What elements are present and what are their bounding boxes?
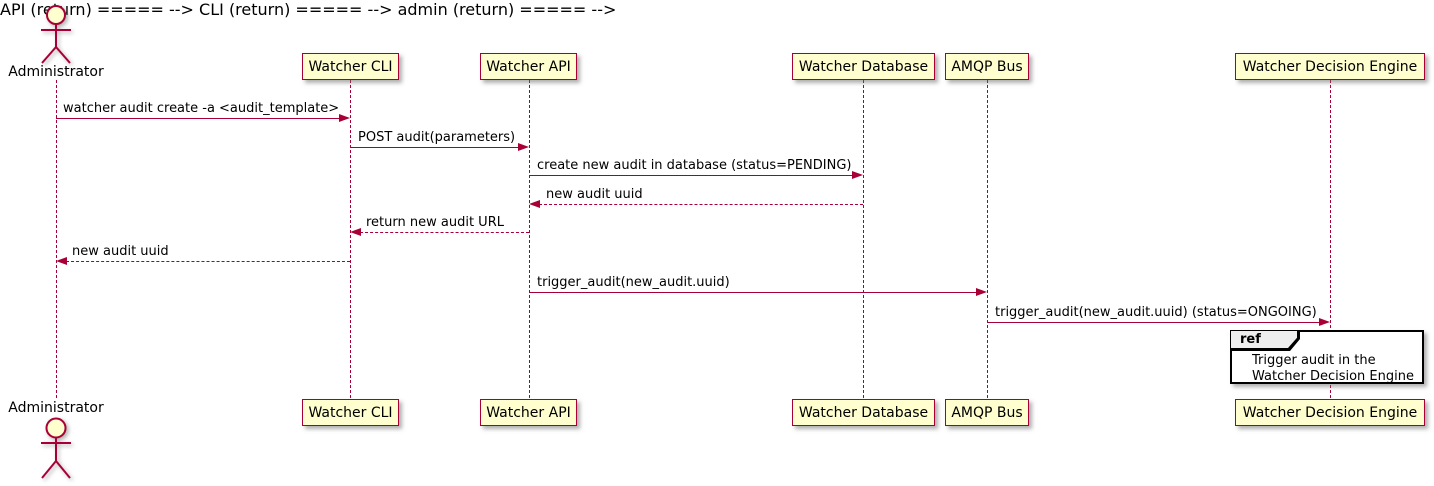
message-label: watcher audit create -a <audit_template> bbox=[63, 101, 340, 116]
participant-amqp-bus-top: AMQP Bus bbox=[945, 53, 1029, 80]
actor-icon bbox=[41, 5, 71, 64]
arrowhead bbox=[976, 287, 987, 296]
message-line bbox=[360, 232, 529, 233]
message-label: new audit uuid bbox=[72, 244, 169, 259]
message-line bbox=[539, 204, 863, 205]
ref-tab-label: ref bbox=[1231, 331, 1297, 348]
message-line bbox=[529, 175, 853, 176]
message-line bbox=[350, 147, 519, 148]
message-label: trigger_audit(new_audit.uuid) bbox=[537, 275, 730, 290]
message-label: return new audit URL bbox=[366, 215, 504, 230]
arrowhead bbox=[529, 199, 540, 208]
lifeline-administrator bbox=[56, 80, 57, 398]
actor-label-bottom: Administrator bbox=[8, 400, 104, 416]
ref-fragment: ref Trigger audit in the Watcher Decisio… bbox=[1230, 330, 1424, 384]
participant-watcher-cli-bottom: Watcher CLI bbox=[302, 399, 399, 426]
ref-body-line1: Trigger audit in the bbox=[1252, 353, 1376, 368]
message-line bbox=[529, 292, 977, 293]
participant-watcher-api-bottom: Watcher API bbox=[480, 399, 577, 426]
message-line bbox=[56, 118, 340, 119]
arrowhead bbox=[852, 170, 863, 179]
participant-watcher-decision-engine-top: Watcher Decision Engine bbox=[1235, 53, 1425, 80]
arrowhead bbox=[56, 256, 67, 265]
ref-tab: ref bbox=[1231, 331, 1300, 351]
lifeline-watcher-database bbox=[863, 80, 864, 398]
participant-watcher-decision-engine-bottom: Watcher Decision Engine bbox=[1235, 399, 1425, 426]
participant-watcher-database-top: Watcher Database bbox=[792, 53, 935, 80]
participant-watcher-cli-top: Watcher CLI bbox=[302, 53, 399, 80]
message-line bbox=[66, 261, 350, 262]
actor-label-top: Administrator bbox=[8, 64, 104, 80]
message-label: trigger_audit(new_audit.uuid) (status=ON… bbox=[995, 305, 1317, 320]
participant-amqp-bus-bottom: AMQP Bus bbox=[945, 399, 1029, 426]
participant-watcher-api-top: Watcher API bbox=[480, 53, 577, 80]
ref-body: Trigger audit in the Watcher Decision En… bbox=[1252, 353, 1414, 385]
arrowhead bbox=[339, 113, 350, 122]
message-label: create new audit in database (status=PEN… bbox=[537, 158, 852, 173]
lifeline-amqp-bus bbox=[987, 80, 988, 398]
message-line bbox=[987, 322, 1320, 323]
lifeline-watcher-decision-engine bbox=[1330, 80, 1331, 398]
participant-watcher-database-bottom: Watcher Database bbox=[792, 399, 935, 426]
message-label: new audit uuid bbox=[546, 187, 643, 202]
arrowhead bbox=[1319, 317, 1330, 326]
ref-body-line2: Watcher Decision Engine bbox=[1252, 369, 1414, 384]
lifeline-watcher-cli bbox=[350, 80, 351, 398]
arrowhead bbox=[350, 227, 361, 236]
arrowhead bbox=[518, 142, 529, 151]
message-label: POST audit(parameters) bbox=[358, 130, 516, 145]
actor-icon-bottom bbox=[41, 417, 71, 479]
lifeline-watcher-api bbox=[529, 80, 530, 398]
